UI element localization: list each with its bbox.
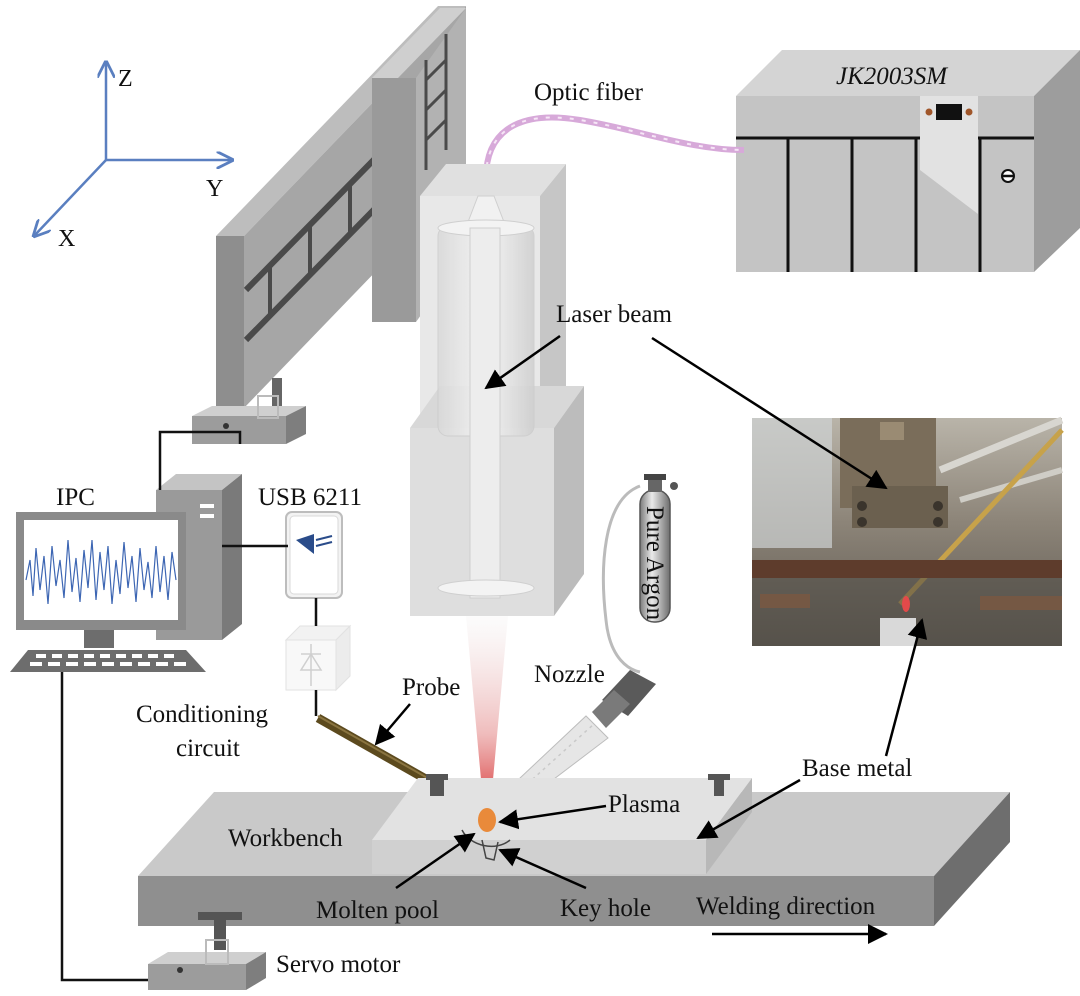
leader-arrows <box>374 334 928 944</box>
probe-label: Probe <box>402 674 460 701</box>
servo-motor: Servo motor <box>148 912 401 990</box>
argon-hose <box>601 484 641 674</box>
pure-argon-label: Pure Argon <box>641 506 668 621</box>
coordinate-axes: Z Y X <box>34 62 232 252</box>
usb-label: USB 6211 <box>258 484 362 511</box>
optic-fiber: Optic fiber <box>483 79 745 179</box>
diode-icon <box>284 624 352 692</box>
laser-head: Laser beam <box>410 164 672 812</box>
workbench-label: Workbench <box>228 825 343 852</box>
laser-beam-label: Laser beam <box>556 301 672 328</box>
signal-wires <box>60 430 318 982</box>
plasma-label: Plasma <box>608 791 680 818</box>
nozzle-label: Nozzle <box>534 661 605 688</box>
gas-cylinder-icon: Pure Argon <box>639 474 678 623</box>
axis-x-label: X <box>58 226 75 252</box>
monitor-icon <box>16 512 186 648</box>
key-hole-label: Key hole <box>560 895 651 922</box>
conditioning-label-line1: Conditioning <box>136 701 268 728</box>
photo-inset <box>752 416 1064 646</box>
ipc-label: IPC <box>56 484 95 511</box>
base-metal-label: Base metal <box>802 755 912 782</box>
molten-pool-label: Molten pool <box>316 897 439 924</box>
servo-motor-label: Servo motor <box>276 951 401 978</box>
axis-z-label: Z <box>118 66 133 92</box>
laser-source-jk2003sm: JK2003SM <box>736 50 1080 272</box>
conditioning-label-line2: circuit <box>176 735 240 762</box>
keyboard-icon <box>10 650 206 672</box>
optic-fiber-label: Optic fiber <box>534 79 644 106</box>
weld-zone <box>461 808 511 861</box>
ni-daq-device-icon: USB 6211 <box>258 484 362 599</box>
ipc-computer: IPC <box>10 474 242 672</box>
laser-model-label: JK2003SM <box>836 63 948 90</box>
axis-y-label: Y <box>206 176 223 202</box>
workbench: Workbench <box>138 774 1010 926</box>
welding-direction-label: Welding direction <box>696 893 876 920</box>
